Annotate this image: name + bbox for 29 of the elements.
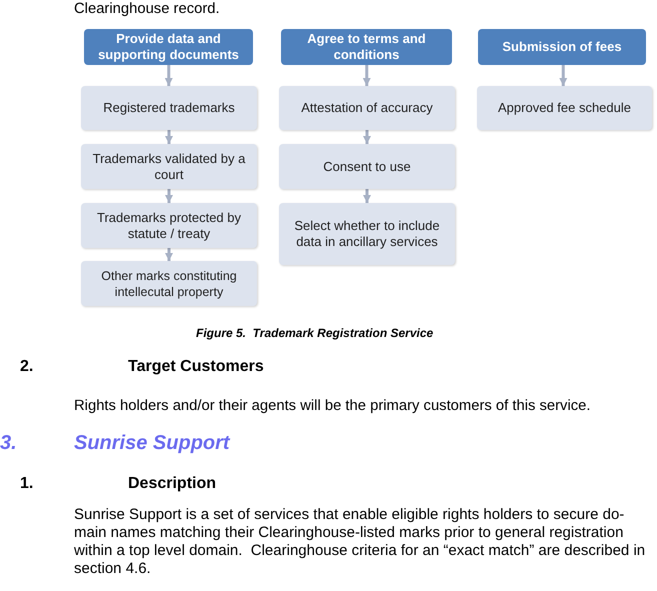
paragraph: Sunrise Support is a set of services that enable eligible rights holders to secure do-main names matching their Clearinghouse-listed marks prior to general registration within a top level domain. Clearinghouse criteria for an “exact match” are described in section 4.6. [74, 506, 646, 578]
body-text: Clearinghouse record. [74, 0, 220, 18]
process-box: Trademarks validated by a court [81, 144, 257, 189]
arrow [164, 65, 173, 86]
process-box: Attestation of accuracy [279, 86, 455, 130]
process-box: Approved fee schedule [477, 86, 652, 130]
arrow [165, 248, 173, 261]
arrow [363, 189, 371, 203]
arrow [363, 130, 371, 144]
figure-caption: Figure 5. Trademark Registration Service [196, 326, 434, 341]
section-number: 3. [0, 431, 17, 455]
arrow [362, 65, 371, 86]
section-heading: Description [128, 474, 216, 494]
step-header-box: Submission of fees [478, 29, 646, 65]
section-number: 2. [20, 357, 34, 377]
process-box: Select whether to include data in ancillary services [279, 203, 455, 265]
section-number: 1. [20, 474, 34, 494]
step-header-box: Provide data and supporting documents [84, 29, 253, 65]
arrow [165, 130, 173, 144]
section-heading: Sunrise Support [74, 431, 230, 455]
arrow [165, 189, 173, 203]
step-header-box: Agree to terms and conditions [281, 29, 452, 65]
body-text: Rights holders and/or their agents will be the primary customers of this service. [74, 397, 590, 415]
process-box: Registered trademarks [81, 86, 257, 130]
process-box: Other marks constituting intellecutal property [81, 261, 257, 306]
section-heading: Target Customers [128, 357, 264, 377]
process-box: Consent to use [279, 144, 455, 189]
arrow [559, 65, 568, 86]
process-box: Trademarks protected by statute / treaty [81, 203, 257, 248]
